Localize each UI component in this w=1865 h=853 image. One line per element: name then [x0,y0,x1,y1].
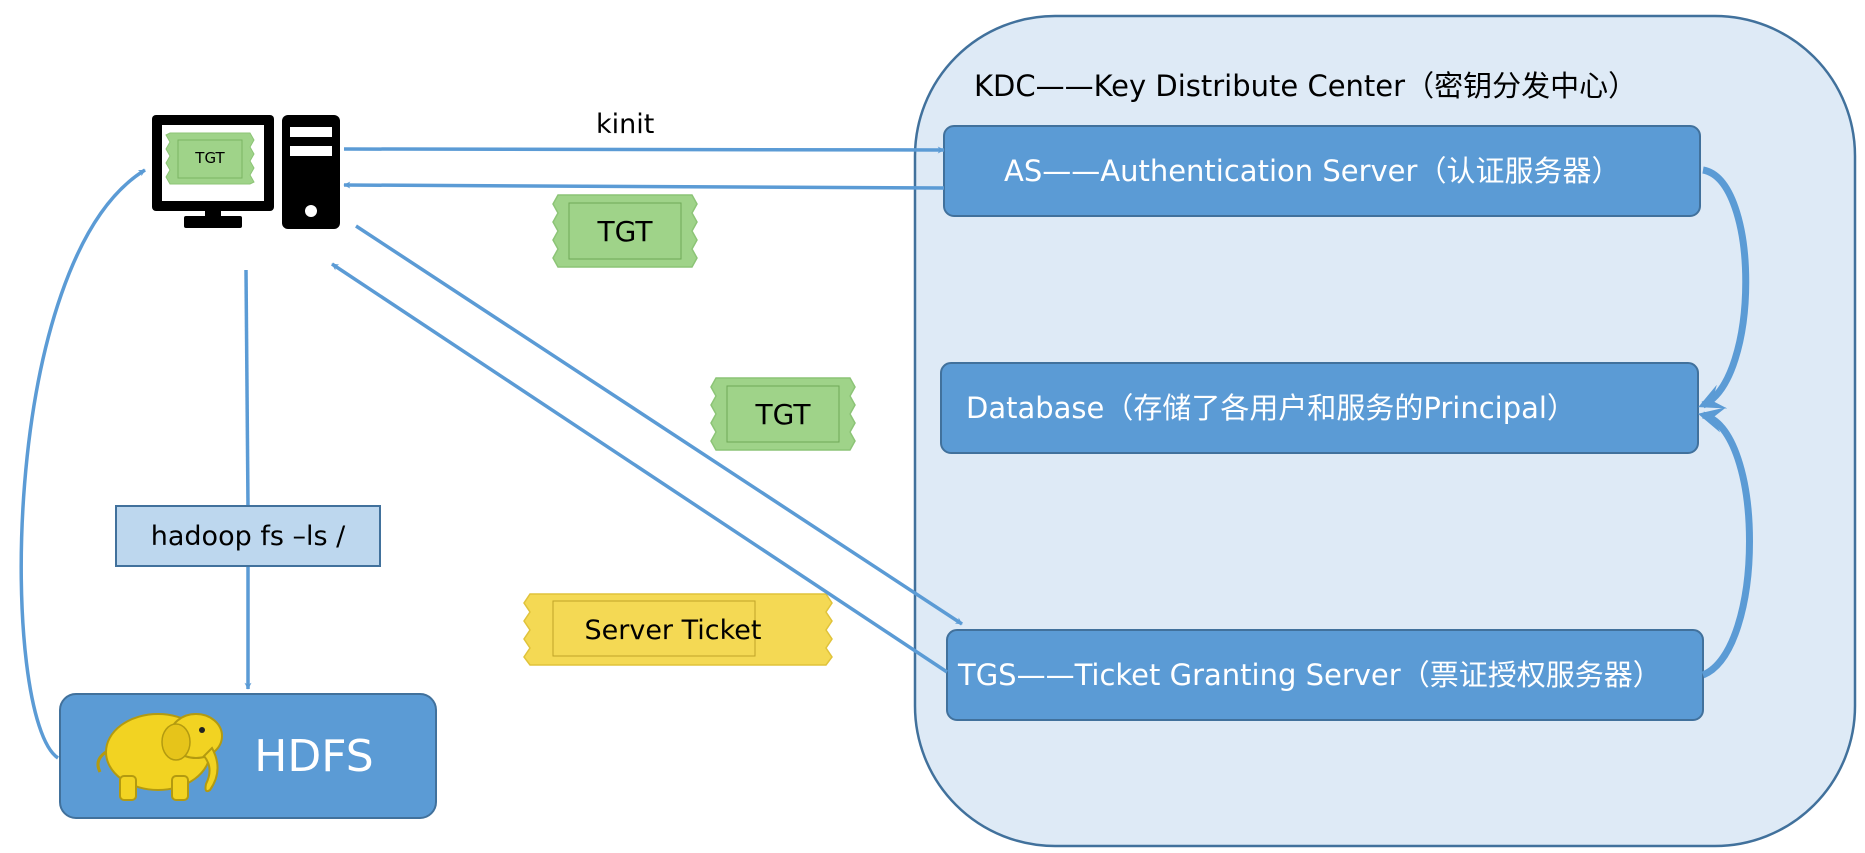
server-ticket-label: Server Ticket [584,615,761,646]
monitor-tgt-ticket: TGT [165,132,255,185]
command-label: hadoop fs –ls / [151,521,346,552]
as-server-box[interactable]: AS——Authentication Server（认证服务器） [943,125,1701,217]
kinit-label: kinit [596,109,654,140]
client-command-line [244,269,250,507]
database-label: Database（存储了各用户和服务的Principal） [966,391,1576,425]
database-box[interactable]: Database（存储了各用户和服务的Principal） [940,362,1699,454]
hadoop-elephant-icon [96,713,223,801]
tgt-ticket-2: TGT [710,377,856,451]
kinit-request-arrow [343,146,945,154]
tgt-ticket-1: TGT [552,194,698,268]
tgt-response-arrow [343,181,945,190]
tgt-ticket-1-label: TGT [597,215,654,248]
monitor-tgt-label: TGT [194,149,225,167]
command-box[interactable]: hadoop fs –ls / [115,505,381,567]
tgt-ticket-2-label: TGT [755,398,812,431]
hdfs-box[interactable]: HDFS [59,693,437,819]
client-computer[interactable]: TGT [152,115,340,229]
server-ticket: Server Ticket [523,593,833,666]
hdfs-response-arrow [19,168,146,760]
tgt-to-tgs-arrow [355,224,963,626]
as-to-database-arrow [1698,166,1750,409]
hdfs-label: HDFS [254,731,373,782]
tgs-server-label: TGS——Ticket Granting Server（票证授权服务器） [957,658,1662,692]
tgs-to-database-arrow [1697,407,1753,679]
as-server-label: AS——Authentication Server（认证服务器） [1004,154,1620,188]
server-ticket-return-arrow [331,262,948,674]
kdc-title: KDC——Key Distribute Center（密钥分发中心） [974,69,1637,103]
tgs-server-box[interactable]: TGS——Ticket Granting Server（票证授权服务器） [946,629,1704,721]
